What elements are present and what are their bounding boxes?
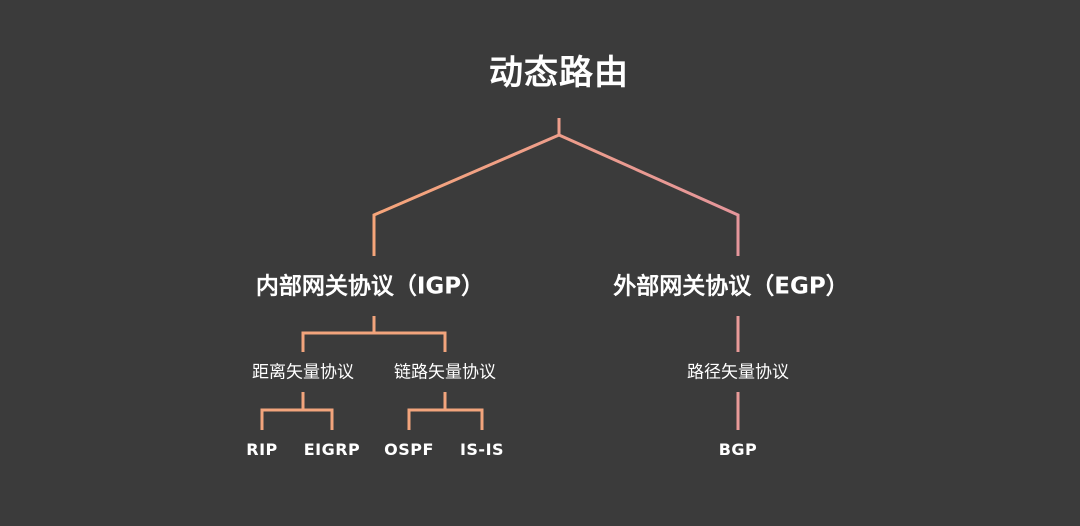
connector-distance-vector-fork <box>260 392 334 430</box>
igp-node: 内部网关协议（IGP） <box>255 273 485 300</box>
leaf-eigrp: EIGRP <box>303 440 361 459</box>
connector-link-state-fork <box>407 392 484 430</box>
connector-root-to-egp <box>558 133 740 256</box>
leaf-bgp: BGP <box>718 440 758 459</box>
connector-igp-fork <box>301 316 447 352</box>
link-state-node: 链路矢量协议 <box>394 362 496 383</box>
connector-root-to-igp <box>372 133 560 256</box>
distance-vector-node: 距离矢量协议 <box>252 362 354 383</box>
egp-node: 外部网关协议（EGP） <box>613 273 849 300</box>
leaf-is-is: IS-IS <box>459 440 505 459</box>
leaf-rip: RIP <box>246 440 278 459</box>
leaf-ospf: OSPF <box>384 440 434 459</box>
root-node-dynamic-routing: 动态路由 <box>489 53 629 93</box>
path-vector-node: 路径矢量协议 <box>687 362 789 383</box>
